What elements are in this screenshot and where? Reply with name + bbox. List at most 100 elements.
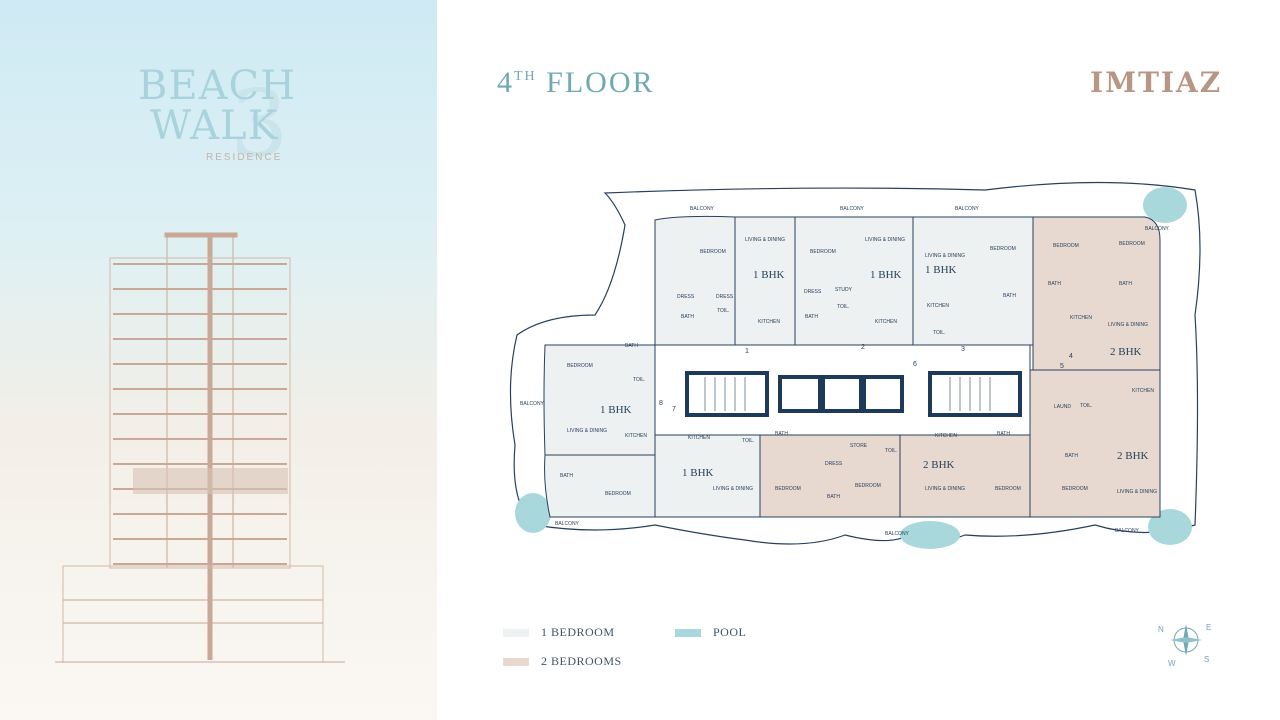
legend-label-pool: POOL [713,625,747,639]
room-living-dining-8: LIVING & DINING [1117,489,1157,495]
room-toil-7: TOIL. [1080,403,1092,409]
floor-title: 4TH FLOOR [497,66,655,100]
room-kitchen-3: KITCHEN [927,303,949,309]
room-study: STUDY [835,287,853,293]
room-balcony-1: BALCONY [690,206,715,212]
room-balcony-2: BALCONY [840,206,865,212]
room-balcony-3: BALCONY [955,206,980,212]
central-corridor [654,344,1031,436]
unit-label-2bhk-b: 2 BHK [923,459,955,471]
room-balcony-6: BALCONY [555,521,580,527]
legend: 1 BEDROOM 2 BEDROOMS POOL [503,625,803,675]
lift-3 [862,375,904,413]
room-balcony-4: BALCONY [1145,226,1170,232]
room-living-dining-6: LIVING & DINING [713,486,753,492]
brand-panel: 3 BEACH WALK RESIDENCE [0,0,437,720]
logo-word-beach: BEACH [138,63,296,109]
room-toil-3: TOIL. [933,330,945,336]
stair-core-east [928,371,1022,417]
legend-label-2-bedrooms: 2 BEDROOMS [541,654,622,668]
room-kitchen-2: KITCHEN [875,319,897,325]
door-number-6: 6 [913,361,917,368]
logo-numeral: 3 [230,70,290,177]
unit-label-2bhk-a: 2 BHK [1110,346,1142,358]
unit-label-2bhk-c: 2 BHK [1117,450,1149,462]
room-balcony-8: BALCONY [1115,528,1140,534]
unit-label-1bhk-d: 1 BHK [600,404,632,416]
room-balcony-7: BALCONY [885,531,910,537]
legend-item-2-bedrooms: 2 BEDROOMS [503,654,622,669]
unit-label-1bhk-e: 1 BHK [682,467,714,479]
room-bath-10: BATH [997,431,1010,437]
logo-subtitle: RESIDENCE [206,152,283,163]
pool-southeast [1148,509,1192,545]
room-kitchen-4: KITCHEN [1070,315,1092,321]
room-toil-1: TOIL. [717,308,729,314]
door-number-1: 1 [745,348,749,355]
room-bedroom-6: BEDROOM [567,363,593,369]
imtiaz-logo: IMTIAZ [1090,66,1223,99]
pool-southwest [515,493,551,533]
unit-label-1bhk-b: 1 BHK [870,269,902,281]
unit-label-1bhk-a: 1 BHK [753,269,785,281]
floor-plan: 1 BHK 1 BHK 1 BHK 2 BHK 1 BHK 1 BHK 2 BH… [509,181,1201,549]
door-number-5: 5 [1060,363,1064,370]
room-bath-7: BATH [560,473,573,479]
room-bath-3: BATH [1003,293,1016,299]
legend-swatch-2-bedrooms [503,657,529,666]
door-number-7: 7 [672,406,676,413]
floor-number: 4 [497,66,514,99]
unit-1bhk-south [654,434,761,518]
door-number-2: 2 [861,344,865,351]
unit-2bhk-north-east [1032,216,1161,371]
door-number-3: 3 [961,346,965,353]
room-balcony-5: BALCONY [520,401,545,407]
room-dress-2: DRESS [716,294,734,300]
room-bedroom-1: BEDROOM [700,249,726,255]
compass-e: E [1206,623,1211,632]
room-bath-9: BATH [827,494,840,500]
room-living-dining-3: LIVING & DINING [925,253,965,259]
floor-word: FLOOR [546,66,655,99]
legend-label-1-bedroom: 1 BEDROOM [541,625,615,639]
legend-swatch-1-bedroom [503,628,529,637]
legend-swatch-pool [675,628,701,637]
room-bedroom-9: BEDROOM [855,483,881,489]
legend-item-1-bedroom: 1 BEDROOM [503,625,615,640]
floor-ordinal: TH [514,69,537,84]
beach-walk-3-logo: 3 BEACH WALK RESIDENCE [120,58,320,188]
room-laund: LAUND [1054,404,1071,410]
room-kitchen-7: KITCHEN [688,435,710,441]
room-kitchen-6: KITCHEN [625,433,647,439]
room-dress-4: DRESS [825,461,843,467]
unit-2bhk-south-1 [759,434,901,518]
room-bath-8: BATH [775,431,788,437]
room-bedroom-10: BEDROOM [995,486,1021,492]
compass-rose-icon: N E W S [1158,623,1211,668]
room-dress-1: DRESS [677,294,695,300]
legend-item-pool: POOL [675,625,746,640]
pool-northeast [1143,187,1187,223]
room-toil-6: TOIL. [885,448,897,454]
room-bath-2: BATH [805,314,818,320]
room-bedroom-7: BEDROOM [605,491,631,497]
room-living-dining-5: LIVING & DINING [567,428,607,434]
room-toil-4: TOIL. [633,377,645,383]
unit-label-1bhk-c: 1 BHK [925,264,957,276]
building-elevation-drawing [55,232,345,663]
unit-1bhk-north-3 [912,216,1034,346]
unit-north-west [654,215,736,346]
compass-n: N [1158,625,1164,634]
room-store: STORE [850,443,868,449]
room-kitchen-8: KITCHEN [935,433,957,439]
stair-core-west [685,371,769,417]
room-bedroom-3: BEDROOM [990,246,1016,252]
room-living-dining-7: LIVING & DINING [925,486,965,492]
room-toil-2: TOIL. [837,304,849,310]
door-number-4: 4 [1069,353,1073,360]
room-bedroom-2: BEDROOM [810,249,836,255]
room-bath-5: BATH [1119,281,1132,287]
door-number-8: 8 [659,400,663,407]
room-living-dining-2: LIVING & DINING [865,237,905,243]
compass-w: W [1168,659,1176,668]
